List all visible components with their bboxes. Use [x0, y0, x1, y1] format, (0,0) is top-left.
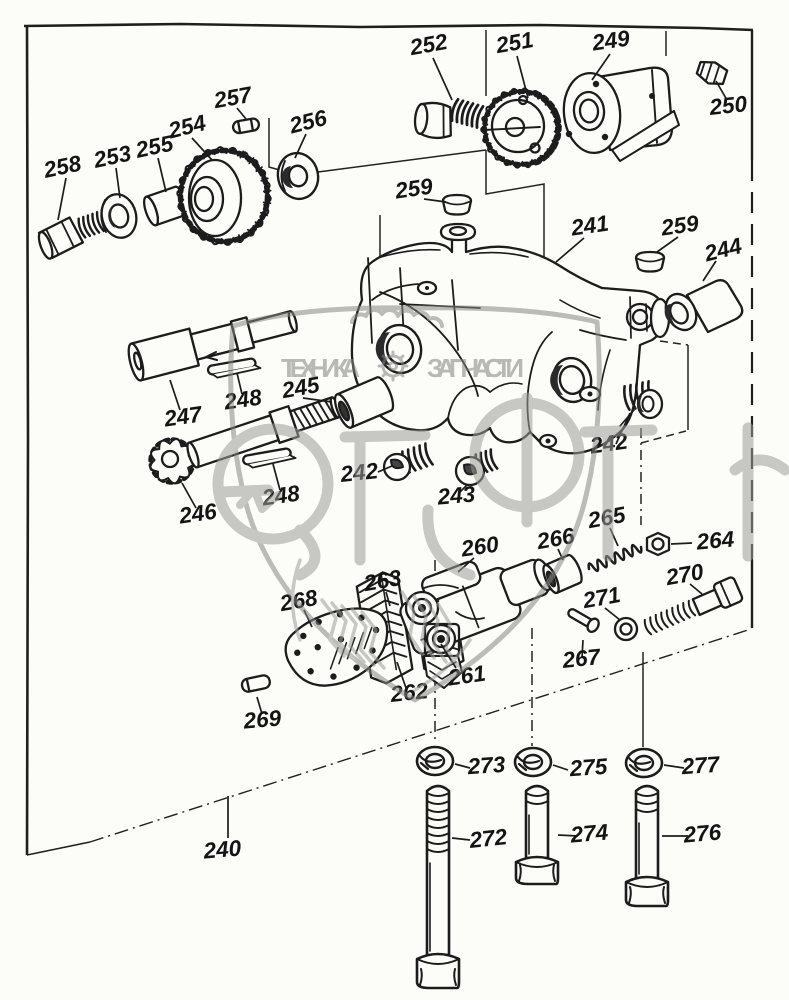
svg-text:255: 255: [133, 130, 176, 163]
svg-text:262: 262: [388, 678, 429, 707]
svg-text:264: 264: [695, 526, 736, 554]
svg-text:243: 243: [436, 481, 477, 509]
svg-text:269: 269: [242, 705, 283, 733]
svg-text:241: 241: [569, 211, 611, 241]
svg-text:260: 260: [459, 532, 501, 562]
svg-text:244: 244: [701, 233, 745, 267]
svg-text:248: 248: [222, 385, 264, 415]
svg-text:247: 247: [162, 401, 205, 431]
svg-text:240: 240: [202, 835, 243, 863]
svg-text:267: 267: [560, 644, 602, 673]
svg-text:246: 246: [177, 499, 219, 529]
svg-text:256: 256: [286, 105, 330, 139]
svg-text:257: 257: [211, 82, 255, 114]
svg-text:275: 275: [568, 754, 609, 782]
svg-text:277: 277: [680, 752, 722, 780]
svg-text:ТЕХНИКА: ТЕХНИКА: [281, 353, 360, 383]
svg-text:271: 271: [580, 582, 622, 613]
svg-text:276: 276: [682, 819, 723, 847]
svg-text:ЗАПЧАСТИ: ЗАПЧАСТИ: [427, 353, 524, 383]
svg-text:251: 251: [493, 27, 535, 58]
svg-text:273: 273: [466, 752, 507, 780]
svg-text:259: 259: [659, 211, 701, 241]
svg-text:250: 250: [707, 91, 748, 120]
svg-text:274: 274: [569, 819, 610, 847]
svg-text:270: 270: [663, 559, 706, 590]
svg-text:249: 249: [590, 26, 632, 56]
svg-text:253: 253: [91, 140, 134, 173]
svg-text:259: 259: [393, 174, 435, 204]
svg-text:258: 258: [41, 150, 84, 183]
svg-text:272: 272: [467, 824, 508, 853]
svg-text:252: 252: [407, 29, 450, 60]
